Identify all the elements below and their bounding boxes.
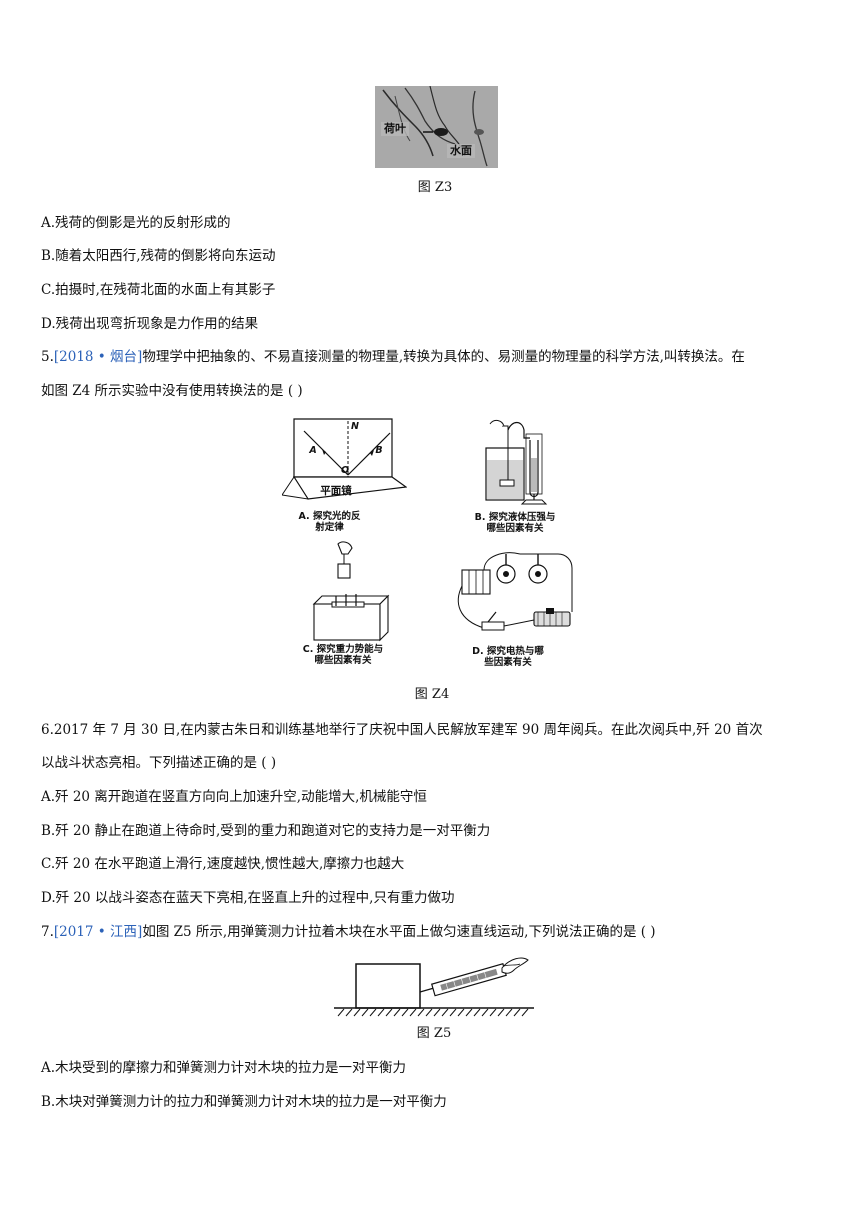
q4-option-c: C.拍摄时,在残荷北面的水面上有其影子 xyxy=(41,282,276,298)
q6-option-d: D.歼 20 以战斗姿态在蓝天下亮相,在竖直上升的过程中,只有重力做功 xyxy=(41,890,455,906)
panel-c-caption-line2: 哪些因素有关 xyxy=(314,655,372,666)
figure-z4-panel-b: B. 探究液体压强与 哪些因素有关 xyxy=(462,418,602,536)
mirror-label: 平面镜 xyxy=(320,485,352,497)
q7-stem: 7.[2017 • 江西]如图 Z5 所示,用弹簧测力计拉着木块在水平面上做匀速… xyxy=(41,922,656,942)
q5-number: 5. xyxy=(41,349,54,365)
lotus-reflection-photo xyxy=(375,85,498,168)
q7-option-b: B.木块对弹簧测力计的拉力和弹簧测力计对木块的拉力是一对平衡力 xyxy=(41,1094,447,1110)
point-o-label: O xyxy=(340,465,350,476)
q7-option-a: A.木块受到的摩擦力和弹簧测力计对木块的拉力是一对平衡力 xyxy=(41,1060,407,1076)
reflection-experiment-drawing xyxy=(281,418,408,500)
figure-z4-panel-a: N A B O 平面镜 A. 探究光的反 射定律 xyxy=(281,417,408,533)
q6-option-a: A.歼 20 离开跑道在竖直方向向上加速升空,动能增大,机械能守恒 xyxy=(41,789,427,805)
spring-scale-block-drawing xyxy=(334,957,534,1017)
q6-option-c: C.歼 20 在水平跑道上滑行,速度越快,惯性越大,摩擦力也越大 xyxy=(41,856,405,872)
figure-z4-panel-d: D. 探究电热与哪 些因素有关 xyxy=(454,546,584,670)
q7-source: [2017 • 江西] xyxy=(53,924,143,940)
q5-stem-line1: 5.[2018 • 烟台]物理学中把抽象的、不易直接测量的物理量,转换为具体的、… xyxy=(41,347,745,367)
liquid-pressure-drawing xyxy=(485,419,548,505)
panel-c-caption-line1: C. 探究重力势能与 xyxy=(302,644,384,655)
q6-stem-line1: 6.2017 年 7 月 30 日,在内蒙古朱日和训练基地举行了庆祝中国人民解放… xyxy=(41,722,763,738)
q7-number: 7. xyxy=(41,924,54,940)
figure-z5-drawing xyxy=(334,952,534,1018)
ray-b-label: B xyxy=(375,445,383,456)
figure-z4-caption: 图 Z4 xyxy=(414,687,450,702)
panel-a-caption-line1: A. 探究光的反 xyxy=(298,511,361,522)
ray-a-label: A xyxy=(309,445,317,456)
gravitational-potential-drawing xyxy=(312,541,390,642)
figure-z4-panel-c: C. 探究重力势能与 哪些因素有关 xyxy=(288,540,408,668)
q4-option-b: B.随着太阳西行,残荷的倒影将向东运动 xyxy=(41,248,276,264)
lotus-leaf-label: 荷叶 xyxy=(384,122,406,135)
figure-z5-caption: 图 Z5 xyxy=(416,1026,452,1041)
q7-stem-text: 如图 Z5 所示,用弹簧测力计拉着木块在水平面上做匀速直线运动,下列说法正确的是… xyxy=(142,924,656,940)
q5-source: [2018 • 烟台] xyxy=(53,349,143,365)
normal-n-label: N xyxy=(351,421,359,432)
panel-d-caption-line2: 些因素有关 xyxy=(484,657,532,668)
panel-a-caption-line2: 射定律 xyxy=(315,522,344,533)
q4-option-a: A.残荷的倒影是光的反射形成的 xyxy=(41,215,231,231)
q6-stem-line2: 以战斗状态亮相。下列描述正确的是 ( ) xyxy=(41,755,277,771)
panel-d-caption-line1: D. 探究电热与哪 xyxy=(472,646,544,657)
q5-stem-text: 物理学中把抽象的、不易直接测量的物理量,转换为具体的、易测量的物理量的科学方法,… xyxy=(142,349,745,365)
panel-b-caption-line2: 哪些因素有关 xyxy=(486,523,544,534)
q6-option-b: B.歼 20 静止在跑道上待命时,受到的重力和跑道对它的支持力是一对平衡力 xyxy=(41,823,491,839)
q5-stem-line2: 如图 Z4 所示实验中没有使用转换法的是 ( ) xyxy=(41,383,303,399)
panel-b-caption-line1: B. 探究液体压强与 xyxy=(474,512,556,523)
figure-z3-photo: 荷叶 水面 xyxy=(375,85,498,168)
water-surface-label: 水面 xyxy=(450,144,472,157)
electric-heat-drawing xyxy=(457,552,573,631)
figure-z3-caption: 图 Z3 xyxy=(417,180,453,195)
q4-option-d: D.残荷出现弯折现象是力作用的结果 xyxy=(41,316,259,332)
